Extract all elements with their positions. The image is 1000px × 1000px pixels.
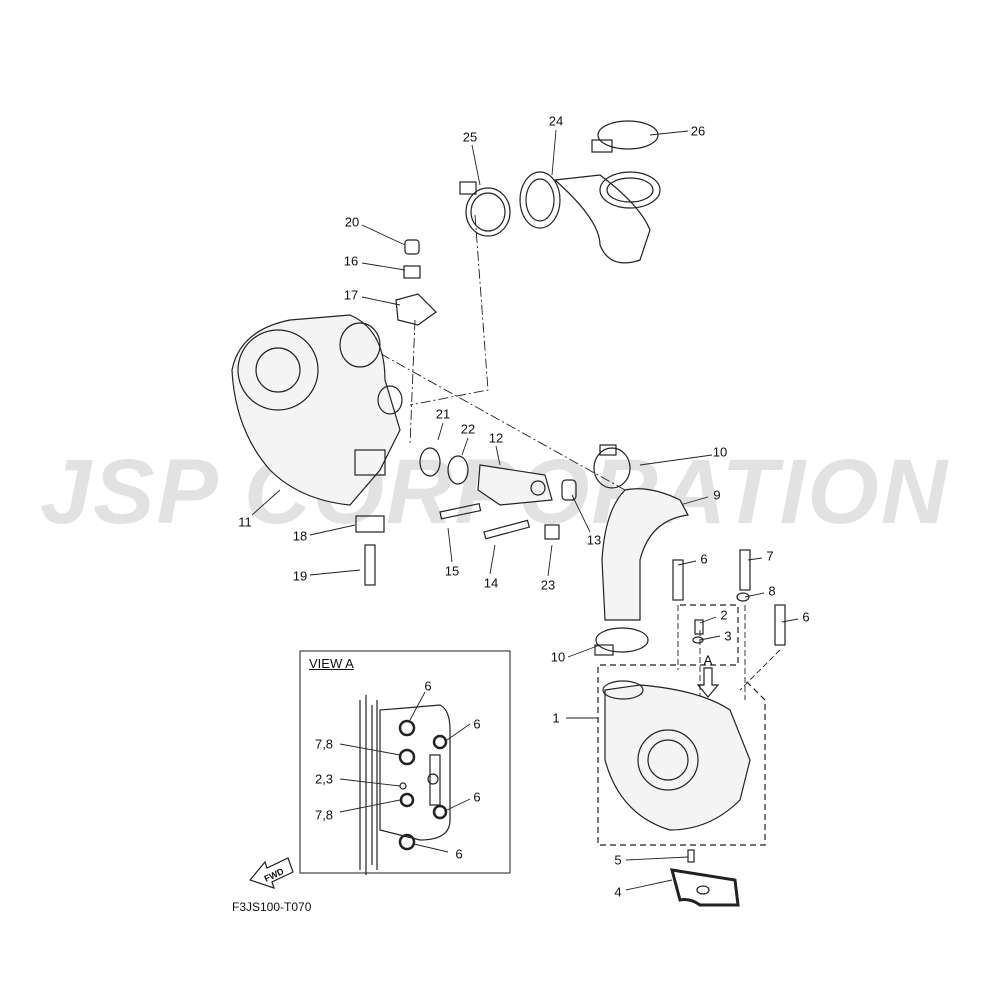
- callout-9: 9: [713, 487, 721, 503]
- bolt-15: [439, 502, 482, 520]
- view-a-callout-7-8-bottom: 7,8: [314, 807, 334, 823]
- callout-25: 25: [462, 129, 478, 145]
- grommet-22: [447, 455, 469, 485]
- callout-18: 18: [292, 528, 308, 544]
- callout-13: 13: [586, 532, 602, 548]
- callout-15: 15: [444, 563, 460, 579]
- callout-4: 4: [614, 884, 622, 900]
- view-a-callout-6-right-bottom: 6: [473, 789, 481, 805]
- callout-21: 21: [435, 406, 451, 422]
- callout-7: 7: [766, 548, 774, 564]
- housing-1: [602, 680, 751, 831]
- hose-clamp-25: [459, 181, 511, 237]
- stud-19: [364, 544, 376, 586]
- callout-11: 11: [238, 514, 252, 530]
- gasket-4: [669, 868, 740, 907]
- view-a-title: VIEW A: [309, 656, 354, 671]
- view-a-callout-6-right-top: 6: [473, 716, 481, 732]
- bolt-23: [544, 524, 560, 540]
- callout-12: 12: [488, 430, 504, 446]
- view-a-drawing: [339, 691, 471, 875]
- callout-6-a: 6: [700, 551, 708, 567]
- bracket-12: [477, 464, 553, 506]
- hose-clamp-10-bottom: [594, 627, 649, 656]
- hose-9: [601, 488, 689, 621]
- damper-17: [395, 293, 437, 326]
- grommet-21: [419, 447, 441, 477]
- arrow-a: [696, 667, 720, 698]
- bolt-2: [694, 619, 704, 635]
- callout-8: 8: [768, 583, 776, 599]
- callout-26: 26: [690, 123, 706, 139]
- bolt-6a: [672, 559, 684, 601]
- callout-14: 14: [483, 575, 499, 591]
- callout-10-bottom: 10: [550, 649, 566, 665]
- callout-3: 3: [724, 628, 732, 644]
- air-hose-24: [519, 171, 661, 264]
- collar-16: [403, 265, 421, 279]
- spacer-13: [561, 479, 577, 501]
- hose-clamp-10-top: [593, 444, 631, 489]
- washer-3: [692, 636, 704, 644]
- washer-8: [736, 592, 750, 602]
- callout-16: 16: [343, 253, 359, 269]
- callout-17: 17: [343, 287, 359, 303]
- callout-20: 20: [344, 214, 360, 230]
- callout-10-top: 10: [712, 444, 728, 460]
- bolt-7: [739, 549, 751, 591]
- pin-5: [687, 849, 695, 863]
- arrow-a-label: A: [703, 652, 713, 668]
- callout-6-b: 6: [802, 609, 810, 625]
- bolt-6b: [774, 604, 786, 646]
- plate-18: [355, 515, 385, 533]
- hose-clamp-26: [591, 120, 659, 153]
- supercharger-11: [231, 314, 403, 506]
- diagram-code: F3JS100-T070: [232, 900, 312, 914]
- callout-19: 19: [292, 568, 308, 584]
- callout-24: 24: [548, 113, 564, 129]
- nut-20: [404, 239, 420, 255]
- view-a-callout-7-8-top: 7,8: [314, 736, 334, 752]
- callout-5: 5: [614, 852, 622, 868]
- callout-23: 23: [540, 577, 556, 593]
- view-a-callout-6-top: 6: [424, 678, 432, 694]
- callout-22: 22: [460, 421, 476, 437]
- view-a-callout-6-bottom: 6: [455, 846, 463, 862]
- view-a-callout-2-3: 2,3: [314, 771, 334, 787]
- fwd-arrow-icon: [248, 857, 294, 889]
- callout-1: 1: [552, 710, 560, 726]
- callout-2: 2: [720, 607, 728, 623]
- bolt-14: [483, 519, 531, 540]
